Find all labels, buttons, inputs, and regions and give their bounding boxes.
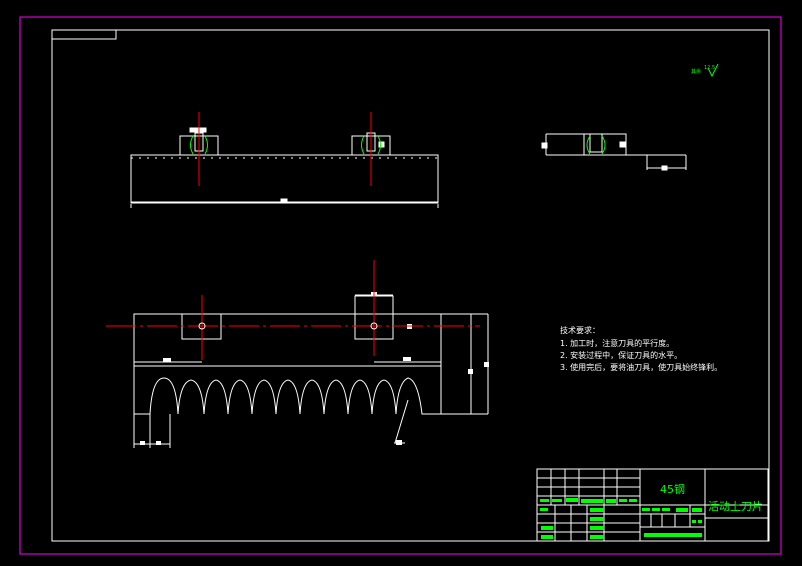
front-centerlines xyxy=(106,260,480,360)
surface-note: 其余 xyxy=(691,69,702,75)
title-block-cells xyxy=(540,498,702,539)
part-name-label: 活动上刀片 xyxy=(708,500,763,513)
front-holes xyxy=(198,322,378,330)
surface-value: 12.5 xyxy=(704,65,716,71)
tech-requirement-3: 3. 使用完后，要将油刀具，使刀具始终锋利。 xyxy=(560,363,723,372)
tech-requirements-title: 技术要求： xyxy=(560,326,600,335)
tech-requirement-2: 2. 安装过程中，保证刀具的水平。 xyxy=(560,351,683,360)
side-view xyxy=(541,133,687,171)
tech-requirement-1: 1. 加工时，注意刀具的平行度。 xyxy=(560,339,675,348)
top-centerlines xyxy=(198,112,372,186)
top-view-bolts xyxy=(194,132,376,152)
outer-frame xyxy=(19,16,782,555)
front-view xyxy=(133,294,489,448)
top-view xyxy=(130,127,439,208)
surface-finish-symbol xyxy=(707,63,719,78)
top-view-hatch xyxy=(190,135,381,155)
title-block xyxy=(536,468,769,542)
side-view-hatch xyxy=(586,135,606,155)
front-dim-marks xyxy=(140,292,489,445)
material-label: 45钢 xyxy=(660,483,685,496)
corner-code-box xyxy=(51,29,117,40)
inner-border xyxy=(51,29,770,542)
